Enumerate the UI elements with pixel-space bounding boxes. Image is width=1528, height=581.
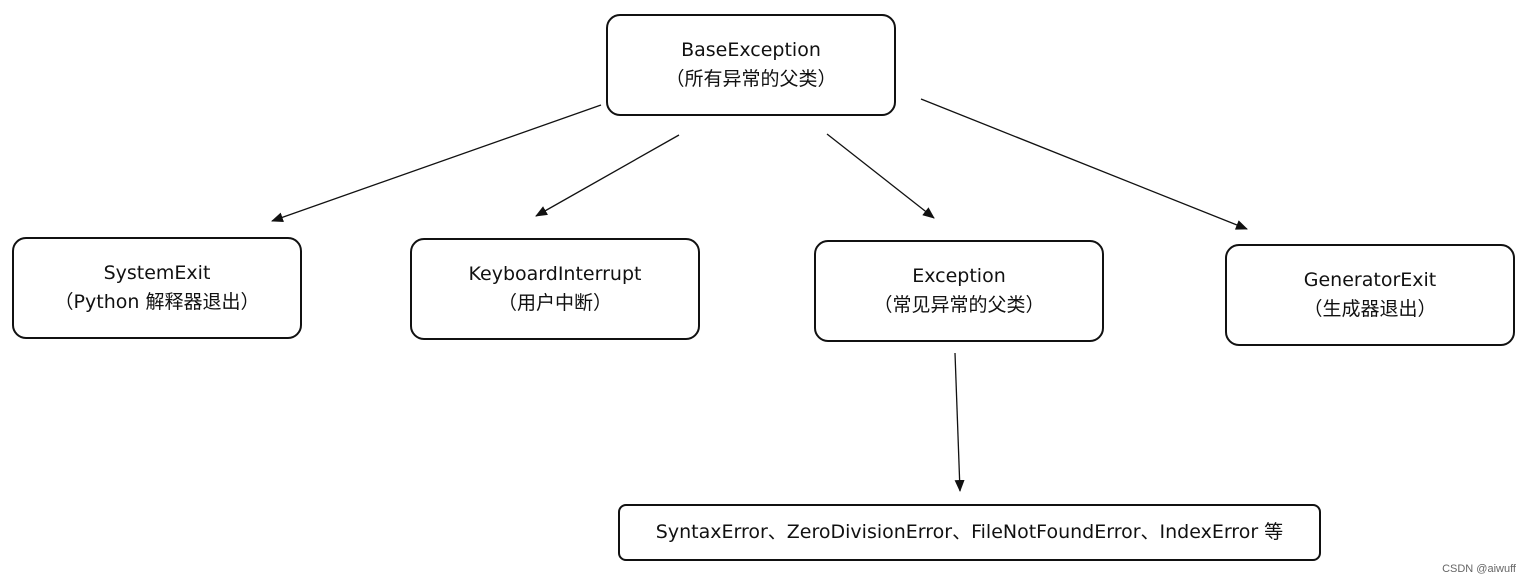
node-exception-desc: （常见异常的父类） — [873, 294, 1045, 316]
edge-base-to-keyboardinterrupt — [535, 134, 680, 217]
node-system-exit-name: SystemExit — [103, 262, 211, 284]
node-system-exit-desc: （Python 解释器退出） — [54, 291, 260, 313]
node-generator-exit-name: GeneratorExit — [1303, 269, 1437, 291]
node-system-exit: SystemExit （Python 解释器退出） — [12, 237, 302, 339]
node-keyboard-interrupt-name: KeyboardInterrupt — [468, 263, 642, 285]
watermark-text: CSDN @aiwuff — [1442, 563, 1516, 575]
edge-base-to-systemexit — [271, 104, 602, 223]
edge-base-to-generatorexit — [920, 98, 1248, 230]
node-base-exception: BaseException （所有异常的父类） — [606, 14, 896, 116]
node-common-errors: SyntaxError、ZeroDivisionError、FileNotFou… — [618, 504, 1321, 561]
node-exception: Exception （常见异常的父类） — [814, 240, 1104, 342]
node-keyboard-interrupt-desc: （用户中断） — [497, 292, 612, 314]
node-generator-exit: GeneratorExit （生成器退出） — [1225, 244, 1515, 346]
node-base-exception-name: BaseException — [681, 39, 821, 61]
edge-base-to-exception — [826, 133, 935, 219]
node-common-errors-text: SyntaxError、ZeroDivisionError、FileNotFou… — [655, 521, 1284, 543]
node-generator-exit-desc: （生成器退出） — [1303, 298, 1437, 320]
node-exception-name: Exception — [912, 265, 1006, 287]
node-base-exception-desc: （所有异常的父类） — [665, 68, 837, 90]
edge-exception-to-common-errors — [954, 352, 965, 492]
node-keyboard-interrupt: KeyboardInterrupt （用户中断） — [410, 238, 700, 340]
